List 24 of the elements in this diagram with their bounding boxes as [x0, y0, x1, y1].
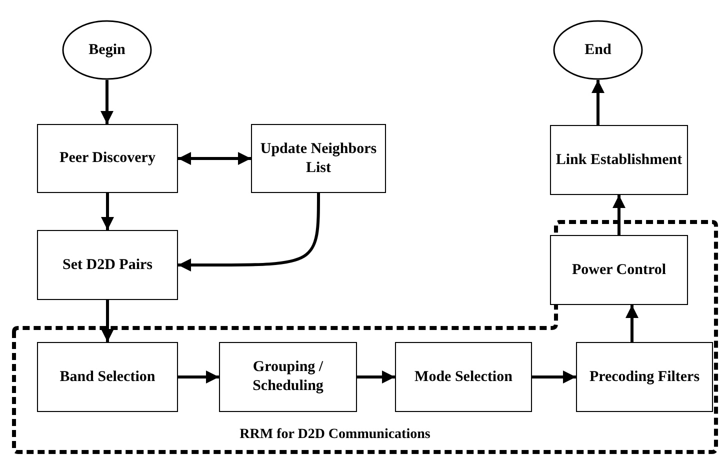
process-box: Set D2D Pairs: [37, 230, 178, 300]
terminal-ellipse: Begin: [62, 20, 152, 80]
arrow: [101, 300, 114, 342]
dashed-region: [12, 220, 718, 454]
arrow: [626, 305, 638, 342]
process-box: Power Control: [550, 235, 688, 305]
process-box: Grouping / Scheduling: [219, 342, 357, 412]
process-box: Link Establishment: [550, 125, 688, 195]
terminal-ellipse: End: [553, 20, 643, 80]
arrow: [532, 370, 576, 384]
arrow: [100, 80, 114, 124]
process-box: Update Neighbors List: [251, 124, 386, 193]
arrow: [592, 80, 604, 125]
region-label: RRM for D2D Communications: [238, 427, 432, 443]
process-box: Peer Discovery: [37, 124, 178, 193]
arrow: [612, 195, 626, 235]
arrow: [178, 152, 251, 165]
process-box: Precoding Filters: [576, 342, 713, 412]
arrow: [178, 370, 219, 384]
arrow: [101, 193, 114, 230]
arrow: [178, 193, 320, 272]
process-box: Band Selection: [37, 342, 178, 412]
process-box: Mode Selection: [395, 342, 532, 412]
arrow: [357, 370, 395, 384]
